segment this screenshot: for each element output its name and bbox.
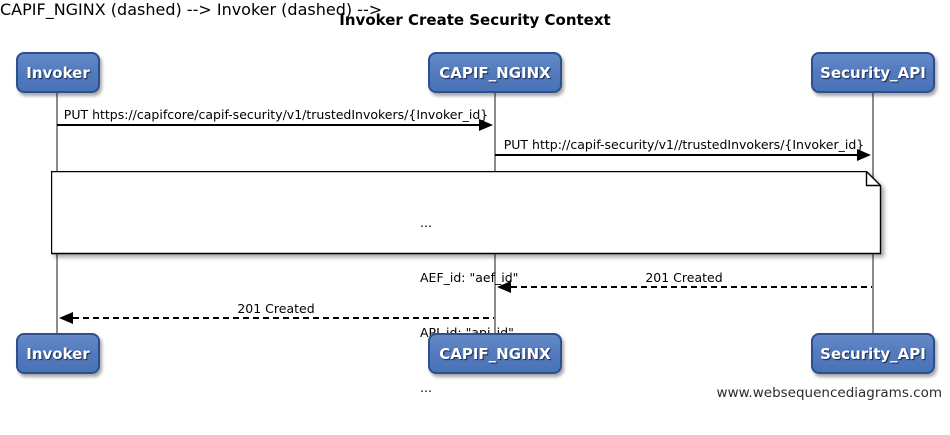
actor-invoker-top: Invoker (16, 52, 100, 93)
actor-label: Security_API (820, 63, 926, 82)
actor-label: Invoker (26, 63, 90, 82)
note-line: ... (420, 380, 432, 396)
note-shape (51, 171, 882, 255)
arrowhead-left-icon (59, 312, 73, 324)
message-line (57, 124, 481, 126)
message-label-201-created-1: 201 Created (645, 270, 723, 285)
message-label-201-created-2: 201 Created (237, 301, 315, 316)
watermark-text: www.websequencediagrams.com (716, 385, 942, 401)
actor-invoker-bottom: Invoker (16, 333, 100, 374)
actor-capif-nginx-bottom: CAPIF_NGINX (428, 333, 562, 374)
actor-label: CAPIF_NGINX (439, 344, 551, 363)
note-line: ... (420, 214, 432, 230)
arrowhead-left-icon (497, 281, 511, 293)
diagram-title: Invoker Create Security Context (339, 11, 611, 29)
arrowhead-right-icon (479, 119, 493, 131)
message-line (495, 154, 859, 156)
actor-capif-nginx-top: CAPIF_NGINX (428, 52, 562, 93)
actor-label: Security_API (820, 344, 926, 363)
note-box: ... AEF_id: "aef_id" API_id: "api_id" ..… (51, 171, 882, 395)
message-line-dashed (73, 317, 494, 319)
arrowhead-right-icon (857, 149, 871, 161)
actor-security-api-bottom: Security_API (811, 333, 935, 374)
message-label-put-capif-security: PUT http://capif-security/v1//trustedInv… (503, 137, 865, 152)
actor-security-api-top: Security_API (811, 52, 935, 93)
actor-label: Invoker (26, 344, 90, 363)
note-text: ... AEF_id: "aef_id" API_id: "api_id" ..… (420, 177, 518, 435)
message-line-dashed (511, 286, 872, 288)
message-label-put-capifcore: PUT https://capifcore/capif-security/v1/… (63, 107, 489, 122)
sequence-diagram-canvas: Invoker Create Security Context Invoker … (0, 0, 942, 401)
actor-label: CAPIF_NGINX (439, 63, 551, 82)
